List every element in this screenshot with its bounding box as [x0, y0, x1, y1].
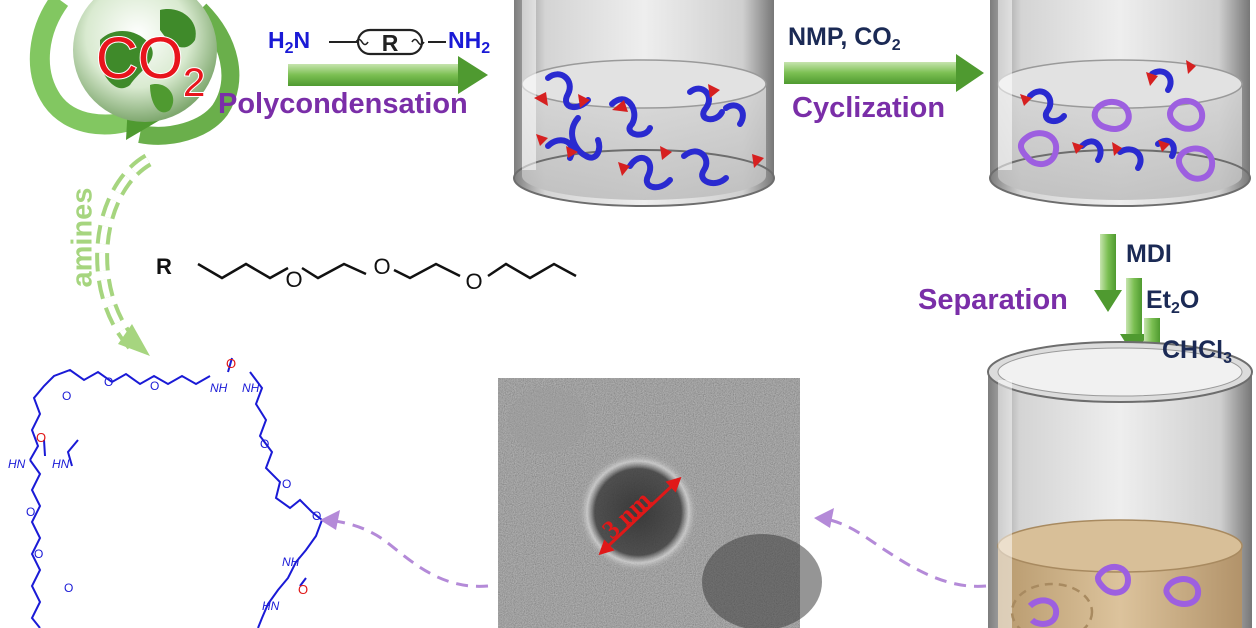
- r-structure-label: R: [156, 254, 172, 279]
- polycondensation-label: Polycondensation: [218, 88, 468, 120]
- macrocycle-nh-top-left: NH: [210, 381, 228, 395]
- macrocycle-ether-o-5: O: [34, 547, 43, 561]
- macrocycle-ether-o-8: O: [282, 477, 291, 491]
- macrocycle-ether-o-2: O: [150, 379, 159, 393]
- reagent-mdi: MDI: [1126, 240, 1172, 268]
- reagent-ether-tail: O: [1179, 286, 1200, 314]
- cyclization-conditions-sub: 2: [891, 37, 901, 54]
- macrocycle-nh-right: NH: [282, 555, 300, 569]
- purple-dashed-arrows: [327, 516, 987, 588]
- vial-separated-macrocycles: [987, 341, 1253, 628]
- macrocycle-ether-o-6: O: [64, 581, 73, 595]
- vial-polymer-solution: [513, 0, 775, 207]
- co2-logo-text: CO2: [96, 26, 205, 105]
- macrocycle-carbonyl-o-right: O: [298, 582, 308, 597]
- macrocycle-ether-o-4: O: [26, 505, 35, 519]
- reagent-ether-base: Et: [1146, 286, 1171, 314]
- separation-label: Separation: [918, 284, 1068, 316]
- r-linker-skeletal-structure: O O O: [197, 254, 577, 294]
- linker-label: R: [382, 30, 399, 56]
- amines-label: amines: [66, 187, 99, 288]
- purple-arrowhead-1: [814, 508, 834, 528]
- reagent-chloroform: CHCl3: [1162, 336, 1232, 368]
- reagent-ether-sub: 2: [1171, 300, 1180, 317]
- amine-right-nh: NH: [448, 27, 482, 53]
- structure-oxygen-2: O: [373, 254, 390, 279]
- macrocycle-carbonyl-o-top: O: [226, 356, 236, 371]
- macrocycle-ether-o-9: O: [312, 509, 321, 523]
- cyclization-conditions: NMP, CO2: [788, 23, 901, 55]
- macrocycle-hn-right: HN: [262, 599, 280, 613]
- amine-left-h: H: [268, 27, 285, 53]
- diamine-reactant: R: [329, 28, 446, 56]
- macrocycle-nh-top-right: NH: [242, 381, 260, 395]
- linker-capsule: [356, 28, 424, 56]
- reagent-ether: Et2O: [1146, 286, 1199, 318]
- polycondensation-arrow: [288, 56, 488, 94]
- vial-cyclization: [989, 0, 1251, 207]
- amine-left-n: N: [293, 27, 311, 53]
- purple-arrowhead-2: [320, 510, 340, 530]
- amine-left-label: H2N: [268, 27, 310, 58]
- macrocycle-ether-o-3: O: [62, 389, 71, 403]
- reagent-chloroform-sub: 3: [1223, 350, 1233, 367]
- amine-right-label: NH2: [448, 27, 490, 58]
- co2-logo-subscript: 2: [183, 61, 205, 105]
- reagent-chloroform-base: CHCl: [1162, 336, 1224, 364]
- cyclization-arrow: [784, 54, 984, 92]
- amines-dashed-arrow: [95, 153, 152, 356]
- macrocycle-structure: O NH NH O HN HN O NH HN O O O O O O O O …: [8, 356, 323, 628]
- co2-globe-logo: CO2: [29, 0, 240, 145]
- structure-oxygen-3: O: [465, 269, 482, 294]
- amine-left-sub: 2: [284, 40, 294, 57]
- structure-oxygen-1: O: [285, 267, 302, 292]
- macrocycle-ether-o-7: O: [260, 437, 269, 451]
- macrocycle-hn-left-2: HN: [52, 457, 70, 471]
- macrocycle-ether-o-1: O: [104, 375, 113, 389]
- cyclization-conditions-text: NMP, CO: [788, 23, 892, 51]
- amine-right-sub: 2: [481, 40, 491, 57]
- cyclization-label: Cyclization: [792, 92, 946, 124]
- scale-arrow: [598, 476, 682, 556]
- tem-micrograph: 3 nm: [498, 378, 822, 628]
- macrocycle-carbonyl-o-left: O: [36, 430, 46, 445]
- macrocycle-hn-left: HN: [8, 457, 26, 471]
